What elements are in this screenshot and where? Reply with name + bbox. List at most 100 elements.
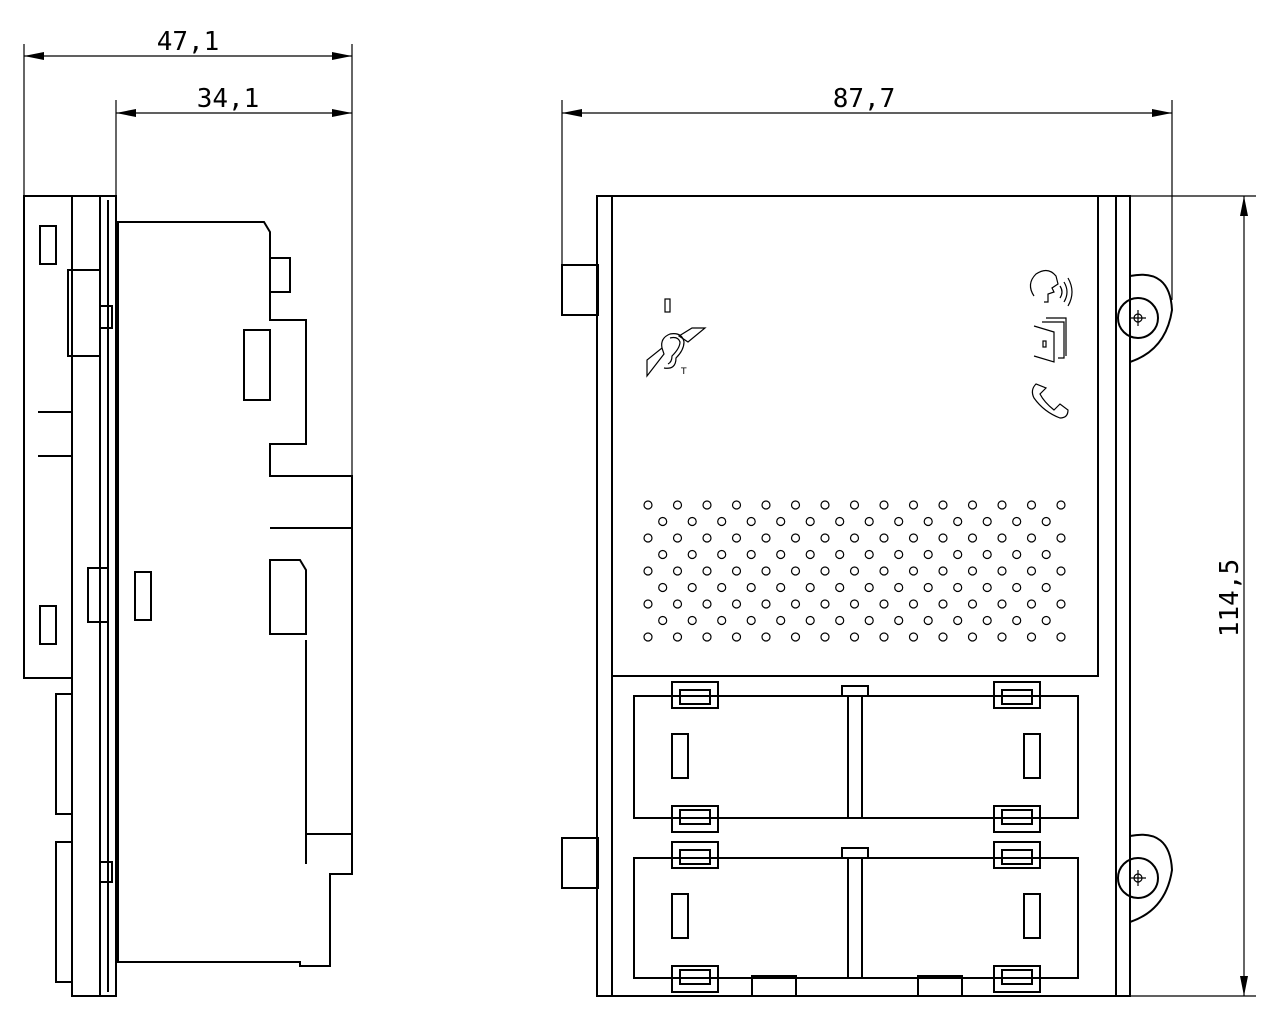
speaker-hole: [967, 632, 978, 642]
speaker-hole: [1012, 549, 1022, 560]
speaker-hole: [997, 533, 1007, 543]
speaker-hole: [776, 549, 786, 560]
speaker-hole: [1041, 549, 1051, 560]
speaker-panel: [611, 195, 1099, 677]
speaker-hole: [672, 533, 683, 543]
speaker-hole: [776, 615, 786, 626]
frame: [596, 195, 1131, 997]
speaker-hole: [761, 533, 771, 543]
phone-handset-icon: [1031, 383, 1069, 419]
speaker-hole: [643, 500, 653, 510]
speaker-hole: [1026, 500, 1037, 510]
speaker-hole: [982, 615, 992, 626]
speaker-hole: [835, 549, 845, 560]
speaker-hole: [967, 533, 978, 543]
speaker-hole: [643, 632, 653, 642]
speaker-hole: [687, 582, 697, 593]
speaker-hole: [790, 566, 801, 576]
speaker-hole: [1026, 533, 1037, 543]
speaker-hole: [731, 500, 742, 510]
speaker-hole: [997, 599, 1007, 609]
hearing-loop-icon: T: [646, 298, 707, 378]
speaker-hole: [776, 582, 786, 593]
speaker-hole: [687, 549, 697, 560]
speaker-hole: [1056, 500, 1066, 510]
speaker-hole: [894, 549, 904, 560]
speaker-hole: [658, 516, 668, 527]
speaker-hole: [864, 516, 874, 527]
speaker-hole: [835, 615, 845, 626]
speaker-hole: [923, 615, 933, 626]
speaker-hole: [1056, 566, 1066, 576]
speaker-hole: [746, 516, 756, 527]
speaker-hole: [982, 516, 992, 527]
speaker-hole: [894, 582, 904, 593]
speaker-hole: [643, 566, 653, 576]
speaker-hole: [908, 599, 919, 609]
speaker-hole: [820, 533, 830, 543]
speaker-hole: [717, 516, 727, 527]
dimension-label-47-1: 47,1: [157, 27, 220, 57]
speaker-hole: [820, 566, 830, 576]
speaker-hole: [953, 582, 963, 593]
speaker-hole: [805, 615, 815, 626]
hearing-loop-letter: T: [680, 367, 687, 377]
speaker-hole: [879, 533, 889, 543]
speaker-hole: [849, 500, 860, 510]
speaker-hole: [1026, 599, 1037, 609]
speaker-hole: [643, 599, 653, 609]
speaker-hole: [864, 582, 874, 593]
speaker-hole: [731, 533, 742, 543]
speaker-hole: [835, 516, 845, 527]
speaker-hole: [923, 516, 933, 527]
dimension-label-114-5: 114,5: [1215, 559, 1245, 637]
speaker-hole: [982, 582, 992, 593]
speaker-hole: [731, 599, 742, 609]
speaker-hole: [938, 599, 948, 609]
speaker-hole: [717, 615, 727, 626]
door-open-icon: [1033, 317, 1067, 363]
speaker-hole: [923, 582, 933, 593]
speaker-hole: [702, 500, 712, 510]
speaker-grille: [643, 500, 1066, 642]
dimension-label-34-1: 34,1: [197, 84, 260, 114]
speaker-hole: [820, 599, 830, 609]
speaker-hole: [672, 500, 683, 510]
speaker-hole: [1056, 533, 1066, 543]
dimension-width: 87,7: [561, 84, 1173, 300]
speaker-hole: [879, 500, 889, 510]
speaker-hole: [820, 500, 830, 510]
speaker-hole: [1056, 599, 1066, 609]
speaker-hole: [776, 516, 786, 527]
speaker-hole: [879, 599, 889, 609]
button-module-upper[interactable]: [633, 681, 1079, 833]
speaker-hole: [717, 582, 727, 593]
speaker-hole: [967, 500, 978, 510]
speaker-hole: [702, 533, 712, 543]
screw-icon: [1117, 833, 1174, 923]
speaker-hole: [731, 632, 742, 642]
speaker-hole: [982, 549, 992, 560]
speaker-hole: [1041, 516, 1051, 527]
speaker-hole: [643, 533, 653, 543]
speaker-hole: [849, 533, 860, 543]
speaker-hole: [687, 516, 697, 527]
speaker-hole: [761, 500, 771, 510]
speaker-hole: [761, 599, 771, 609]
speaker-hole: [923, 549, 933, 560]
speaker-hole: [761, 566, 771, 576]
speaker-hole: [879, 632, 889, 642]
speaker-hole: [790, 500, 801, 510]
button-module-lower[interactable]: [633, 841, 1079, 997]
speaker-hole: [790, 632, 801, 642]
speaker-hole: [908, 533, 919, 543]
speaker-hole: [702, 566, 712, 576]
speaker-hole: [761, 632, 771, 642]
speaker-hole: [702, 632, 712, 642]
speaker-hole: [1026, 632, 1037, 642]
speaker-hole: [967, 566, 978, 576]
speaker-hole: [672, 599, 683, 609]
speaker-hole: [746, 549, 756, 560]
speaker-hole: [953, 549, 963, 560]
speaker-hole: [1041, 582, 1051, 593]
